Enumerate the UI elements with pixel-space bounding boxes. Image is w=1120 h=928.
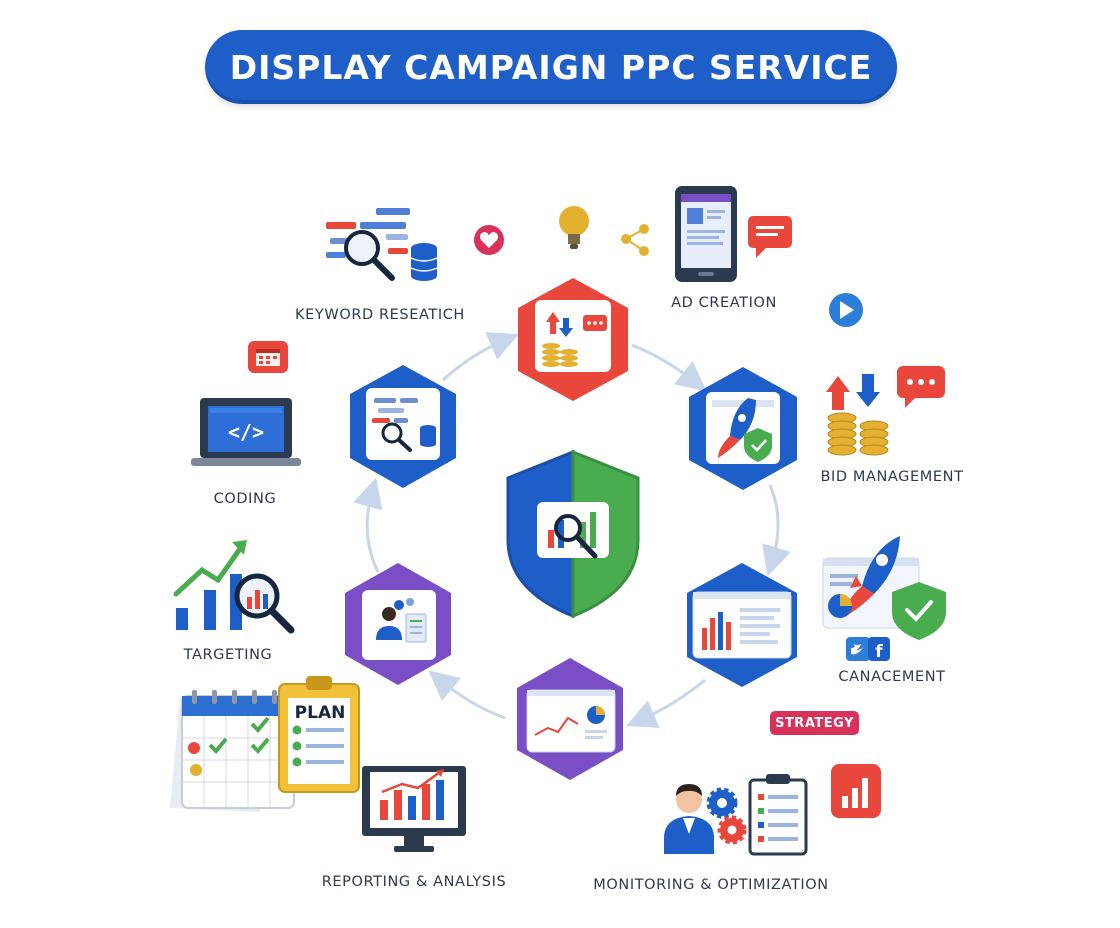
play-icon [829, 293, 863, 327]
shield-icon [892, 582, 946, 640]
rocket-illustration: f [822, 536, 946, 662]
laptop-code-icon: </> [191, 398, 301, 466]
lightbulb-icon [559, 206, 589, 249]
label-ad-creation: AD CREATION [671, 295, 777, 311]
heart-icon [474, 225, 504, 255]
cycle-arrows [353, 332, 791, 728]
search-icon [554, 514, 582, 542]
arrow-2 [631, 343, 707, 392]
bar-chart-icon [831, 764, 881, 818]
person-icon [664, 784, 714, 854]
hex-node-keyword [350, 365, 456, 488]
label-targeting: TARGETING [183, 647, 273, 663]
monitor-chart-icon [362, 766, 466, 852]
bid-management-illustration [826, 366, 945, 456]
label-coding: CODING [213, 491, 277, 507]
strategy-badge: STRATEGY [770, 711, 859, 735]
svg-text:</>: </> [228, 420, 264, 444]
monitoring-illustration [664, 774, 808, 856]
central-shield [506, 449, 640, 619]
database-icon [410, 243, 438, 281]
label-reporting: REPORTING & ANALYSIS [321, 874, 507, 890]
svg-text:f: f [875, 642, 883, 662]
hex-node-dashboard [517, 658, 623, 780]
facebook-icon [868, 637, 890, 661]
arrow-1 [441, 332, 519, 382]
strategy-badge-label: STRATEGY [775, 715, 854, 731]
calendar-icon [248, 341, 288, 373]
title-banner: DISPLAY CAMPAIGN PPC SERVICE [205, 30, 897, 104]
coins-icon [827, 412, 889, 456]
clipboard-icon [278, 676, 360, 793]
trend-chart-icon [173, 540, 295, 634]
twitter-icon [846, 637, 870, 661]
label-monitoring: MONITORING & OPTIMIZATION [593, 877, 829, 893]
hex-node-analytics [687, 563, 797, 687]
share-icon [621, 224, 649, 256]
search-icon [381, 422, 403, 444]
arrow-4 [626, 678, 706, 728]
hex-node-bid [518, 278, 628, 401]
keyword-research-illustration [326, 208, 438, 281]
plan-label: PLAN [295, 703, 346, 723]
label-canacement: CANACEMENT [838, 669, 946, 685]
label-keyword-research: KEYWORD RESEATICH [295, 307, 465, 323]
hex-node-team [345, 563, 451, 685]
gear-icon [706, 787, 747, 845]
search-icon [344, 230, 380, 266]
arrow-6 [353, 477, 383, 573]
arrow-3 [762, 484, 791, 577]
tablet-icon [675, 186, 737, 282]
hex-node-ad [689, 367, 797, 490]
chat-icon [748, 216, 792, 258]
plan-calendar-illustration [170, 676, 360, 812]
label-bid-management: BID MANAGEMENT [820, 469, 964, 485]
page-title: DISPLAY CAMPAIGN PPC SERVICE [229, 47, 873, 87]
arrow-5 [428, 670, 506, 720]
